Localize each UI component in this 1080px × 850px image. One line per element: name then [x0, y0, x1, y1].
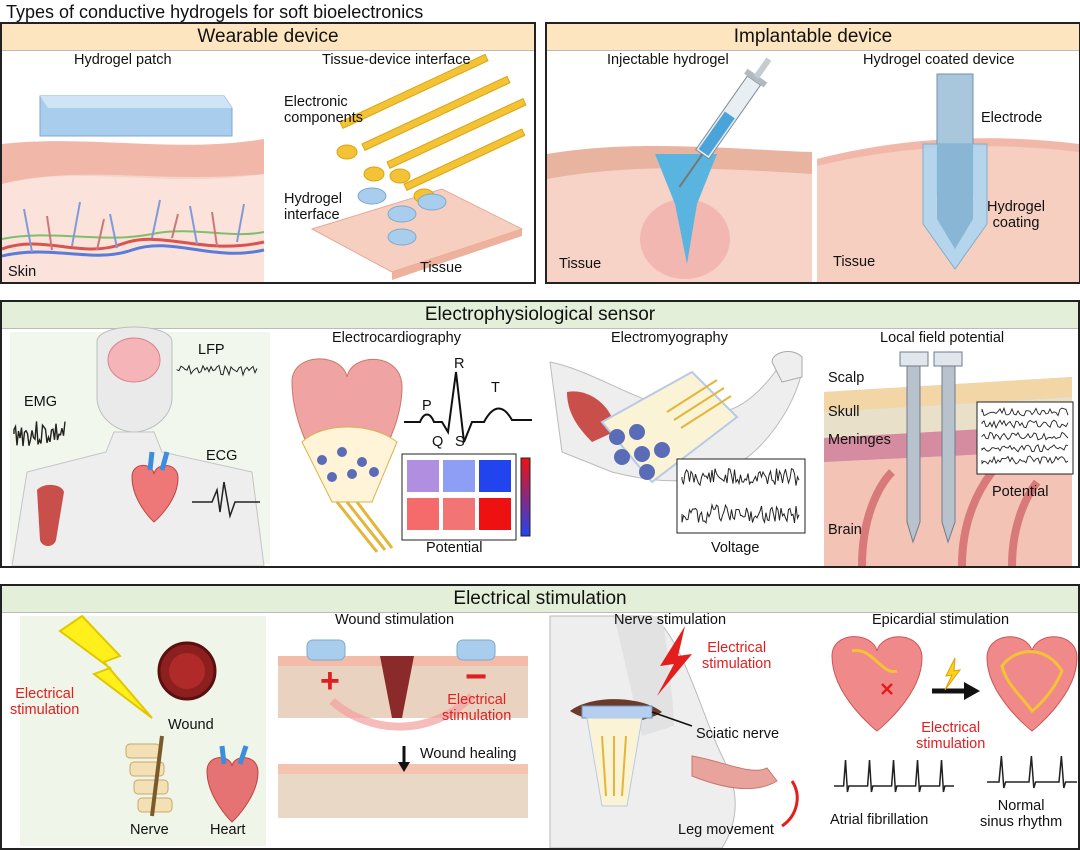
minus-sign: − [465, 656, 488, 698]
tissue-label-wearable: Tissue [420, 260, 463, 276]
nerve-stimulation-title: Nerve stimulation [614, 612, 727, 628]
heart-label: Heart [210, 822, 246, 838]
voltage-label: Voltage [711, 540, 760, 556]
nerve-label: Nerve [130, 822, 169, 838]
heatmap-cell [479, 460, 511, 492]
atrial-fibrillation-label: Atrial fibrillation [830, 812, 929, 828]
sciatic-nerve-label: Sciatic nerve [696, 726, 780, 742]
heatmap-cell [443, 460, 475, 492]
electrophysiological-sensor-panel: Electrophysiological sensor [0, 300, 1080, 568]
electrical-stimulation-label-nerve: Electrical stimulation [702, 640, 772, 672]
ecg-p-label: P [422, 398, 432, 414]
implantable-illustration [547, 57, 1079, 282]
electrical-stimulation-label-left: Electrical stimulation [10, 686, 80, 718]
electrocardiography-title: Electrocardiography [332, 330, 461, 346]
skull-label: Skull [828, 404, 860, 420]
emg-label: EMG [24, 394, 58, 410]
tissue-device-interface-title: Tissue-device interface [322, 52, 471, 68]
injectable-hydrogel-title: Injectable hydrogel [607, 52, 729, 68]
meninges-label: Meninges [828, 432, 891, 448]
skin-label: Skin [8, 264, 37, 280]
sensor-illustration [10, 326, 1074, 566]
hydrogel-interface-label: Hydrogel interface [284, 191, 343, 223]
leg-movement-label: Leg movement [678, 822, 774, 838]
implantable-device-panel: Implantable device Injectable hydrogel H… [545, 22, 1080, 284]
wound-label: Wound [168, 717, 214, 733]
implantable-device-header: Implantable device [547, 24, 1079, 51]
electrical-stimulation-header: Electrical stimulation [2, 586, 1078, 613]
stimulation-illustration [20, 614, 1078, 848]
ecg-r-label: R [454, 356, 465, 372]
heatmap-cell [443, 498, 475, 530]
figure-title: Types of conductive hydrogels for soft b… [6, 2, 424, 22]
lfp-label: LFP [198, 342, 225, 358]
tissue-label-injectable: Tissue [559, 256, 602, 272]
tissue-label-coated: Tissue [833, 254, 876, 270]
electrophysiological-sensor-header: Electrophysiological sensor [2, 302, 1078, 329]
potential-label-ecg: Potential [426, 540, 483, 556]
electrode-label: Electrode [981, 110, 1043, 126]
wound-healing-label: Wound healing [420, 746, 517, 762]
electrical-stimulation-label-epi: Electrical stimulation [916, 720, 986, 752]
wearable-device-panel: Wearable device [0, 22, 536, 284]
local-field-potential-title: Local field potential [880, 330, 1005, 346]
wound-stimulation-title: Wound stimulation [335, 612, 455, 628]
ecg-t-label: T [491, 380, 500, 396]
heatmap-cell [407, 498, 439, 530]
ecg-q-label: Q [432, 434, 444, 450]
electromyography-title: Electromyography [611, 330, 728, 346]
heatmap-cell [407, 460, 439, 492]
electrical-stimulation-panel: Electrical stimulation [0, 584, 1080, 850]
electronic-components-label: Electronic components [284, 94, 363, 126]
hydrogel-coated-device-title: Hydrogel coated device [863, 52, 1015, 68]
plus-sign: + [320, 662, 340, 700]
hydrogel-coating-label: Hydrogel coating [987, 199, 1046, 231]
ecg-s-label: S [455, 434, 465, 450]
heatmap-cell [479, 498, 511, 530]
scalp-label: Scalp [828, 370, 865, 386]
potential-label-lfp: Potential [992, 484, 1049, 500]
electrical-stimulation-label-wound: Electrical stimulation [442, 692, 512, 724]
normal-sinus-rhythm-label: Normal sinus rhythm [980, 798, 1063, 830]
hydrogel-patch-title: Hydrogel patch [74, 52, 172, 68]
ecg-label: ECG [206, 448, 238, 464]
epicardial-stimulation-title: Epicardial stimulation [872, 612, 1010, 628]
brain-label: Brain [828, 522, 862, 538]
wearable-illustration [2, 53, 527, 282]
wearable-device-header: Wearable device [2, 24, 534, 51]
